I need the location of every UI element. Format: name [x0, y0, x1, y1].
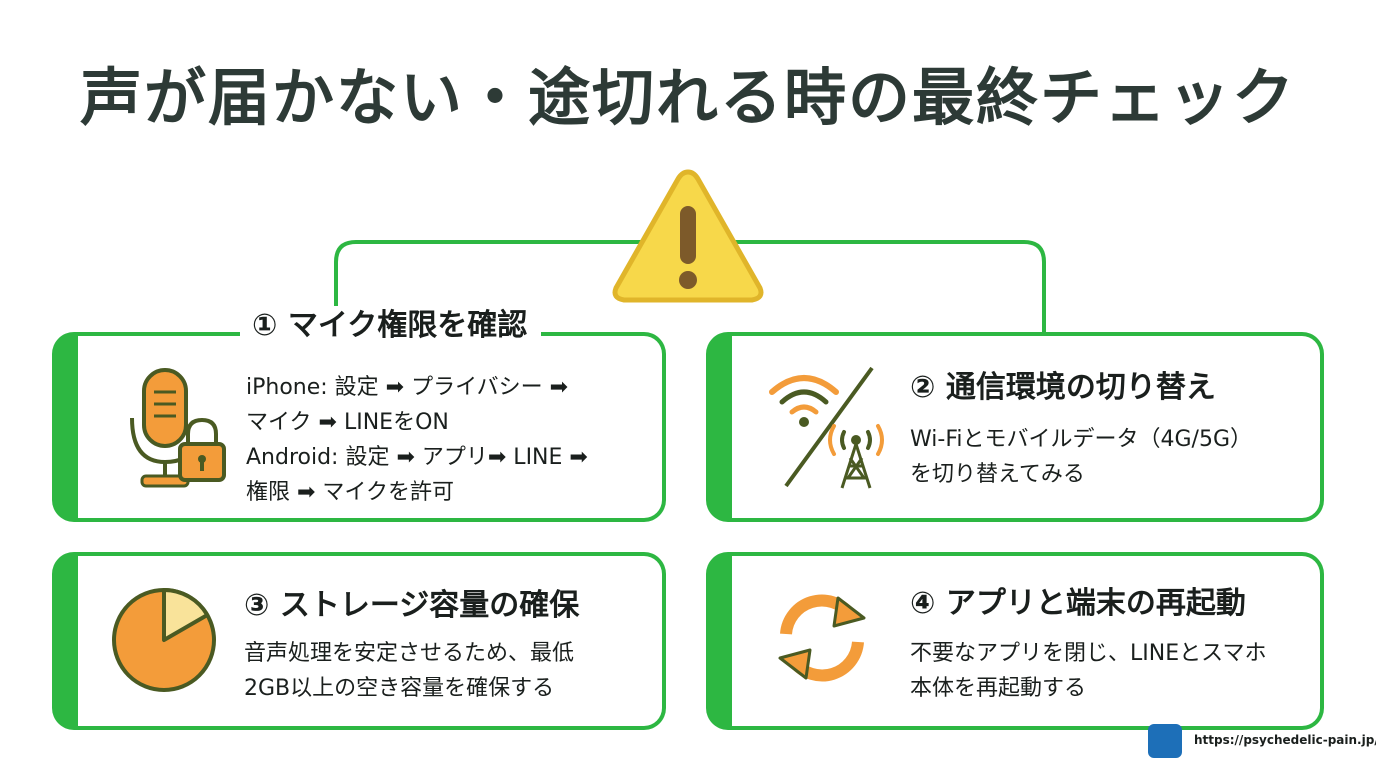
microphone-lock-icon: [130, 368, 226, 488]
body-line: マイク ➡ LINEをON: [246, 410, 449, 435]
card-body: iPhone: 設定 ➡ プライバシー ➡ マイク ➡ LINEをON Andr…: [246, 370, 588, 510]
body-line: 不要なアプリを閉じ、LINEとスマホ: [910, 641, 1267, 666]
card-title: ① マイク権限を確認: [240, 306, 542, 346]
card-title: ④ アプリと端末の再起動: [910, 586, 1246, 621]
body-line: 2GB以上の空き容量を確保する: [244, 676, 555, 701]
site-logo: [1148, 724, 1182, 758]
warning-icon: [612, 169, 764, 303]
card-restart: ④ アプリと端末の再起動 不要なアプリを閉じ、LINEとスマホ 本体を再起動する: [706, 552, 1324, 730]
card-body: 音声処理を安定させるため、最低 2GB以上の空き容量を確保する: [244, 636, 574, 706]
wifi-cell-tower-icon: [769, 366, 884, 489]
footer-url: https://psychedelic-pain.jp/: [1194, 733, 1376, 747]
body-line: を切り替えてみる: [910, 462, 1085, 487]
card-mic-permission: ① マイク権限を確認 iPhone: 設定 ➡ プライバシー ➡ マイク ➡ L…: [52, 306, 666, 522]
body-line: 権限 ➡ マイクを許可: [246, 480, 454, 505]
card-storage: ③ ストレージ容量の確保 音声処理を安定させるため、最低 2GB以上の空き容量を…: [52, 552, 666, 730]
card-title: ③ ストレージ容量の確保: [244, 588, 580, 623]
card-body: 不要なアプリを閉じ、LINEとスマホ 本体を再起動する: [910, 636, 1266, 706]
refresh-icon: [778, 594, 866, 682]
body-line: 本体を再起動する: [910, 676, 1087, 701]
body-line: iPhone: 設定 ➡ プライバシー ➡: [246, 375, 569, 400]
page-title: 声が届かない・途切れる時の最終チェック: [79, 61, 1296, 134]
pie-chart-icon: [112, 588, 216, 692]
body-line: Wi-Fiとモバイルデータ（4G/5G）: [910, 427, 1252, 452]
body-line: Android: 設定 ➡ アプリ➡ LINE ➡: [246, 445, 588, 470]
card-body: Wi-Fiとモバイルデータ（4G/5G） を切り替えてみる: [910, 422, 1252, 492]
body-line: 音声処理を安定させるため、最低: [244, 641, 575, 666]
card-network: ② 通信環境の切り替え Wi-Fiとモバイルデータ（4G/5G） を切り替えてみ…: [706, 332, 1324, 522]
card-title: ② 通信環境の切り替え: [910, 370, 1216, 405]
